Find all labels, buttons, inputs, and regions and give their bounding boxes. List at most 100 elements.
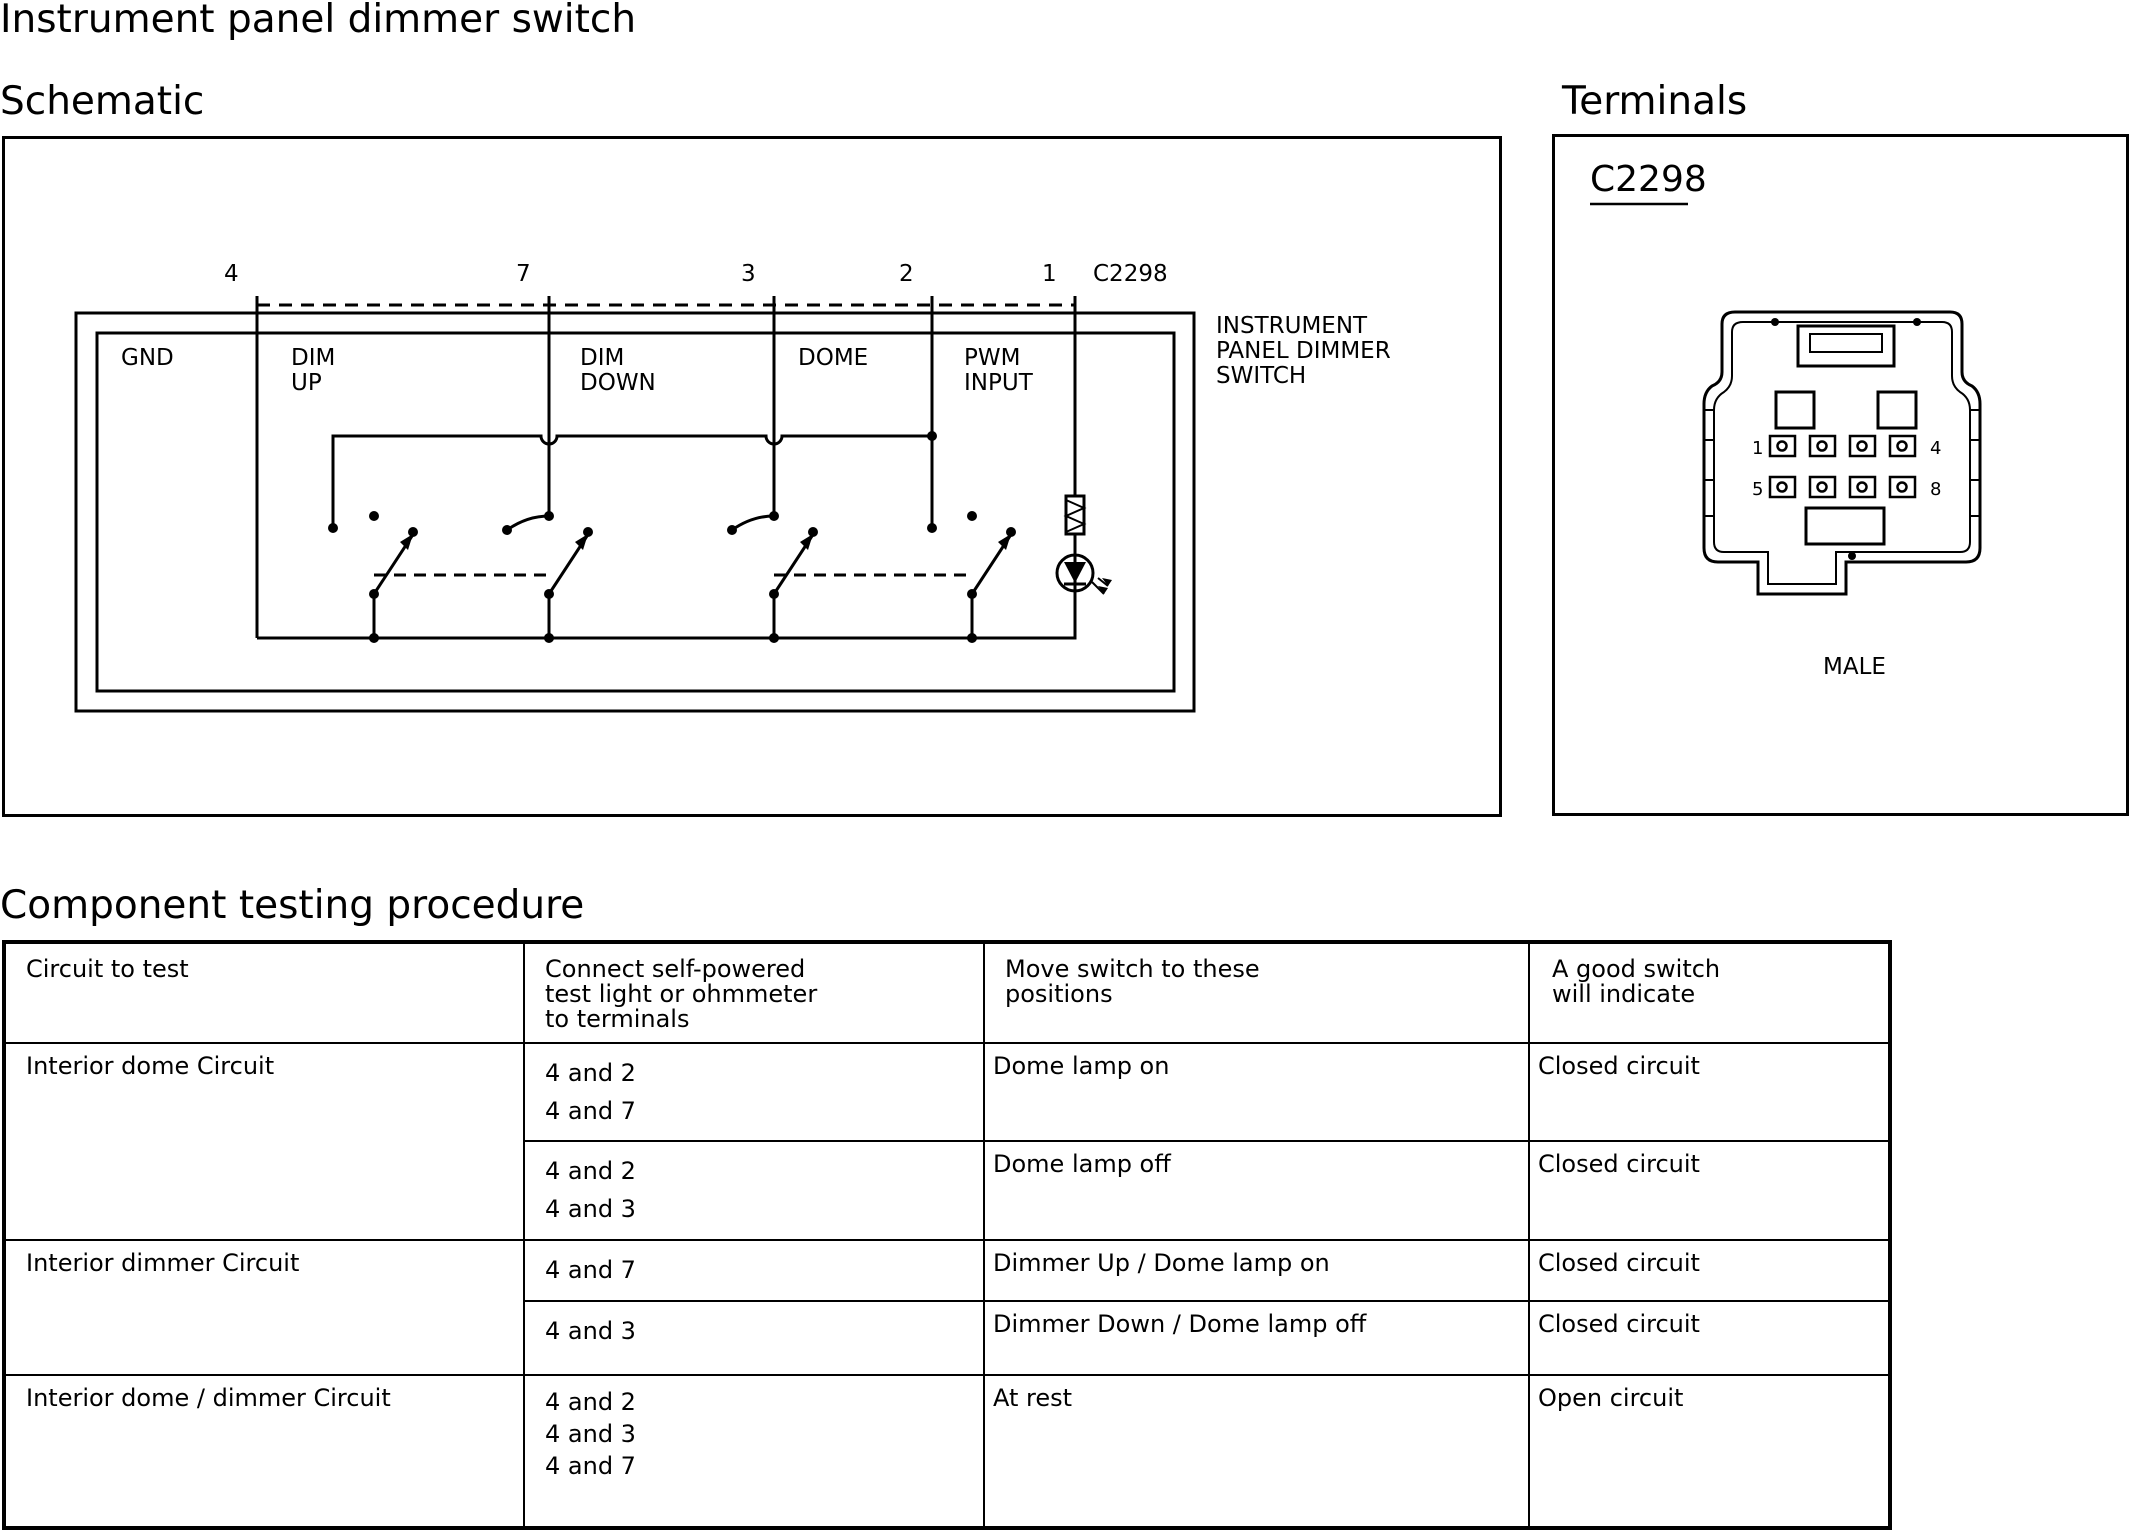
result-cell: Closed circuit xyxy=(1528,1239,1891,1302)
terminal-pins xyxy=(1768,434,1917,499)
position-label: GND xyxy=(121,345,174,371)
connector-gender-label: MALE xyxy=(1823,654,1886,680)
position-label: DOWN xyxy=(580,370,656,396)
contact-dot xyxy=(967,633,977,643)
position-cell: Dome lamp off xyxy=(983,1140,1530,1241)
header-circuit: Circuit to test xyxy=(3,941,525,1044)
cavity xyxy=(1774,390,1816,430)
schematic-labels: 4 7 3 2 1 C2298 INSTRUMENT PANEL DIMMER … xyxy=(121,261,1391,396)
position-label: DOME xyxy=(798,345,868,371)
ground-bus xyxy=(257,584,1077,640)
schematic-heading: Schematic xyxy=(0,79,205,124)
terminals-panel xyxy=(1552,134,2129,816)
table-row: Interior dome Circuit 4 and 2 4 and 7 Do… xyxy=(3,1042,1891,1241)
contact-dot xyxy=(544,511,554,521)
connector-marks xyxy=(1771,318,1921,560)
contact-dot xyxy=(727,525,737,535)
terminals-cell: 4 and 2 4 and 3 4 and 7 xyxy=(523,1374,985,1529)
schematic-fills xyxy=(328,431,1112,643)
schematic-panel xyxy=(2,136,1502,817)
terminals-labels: C2298 1 4 5 8 MALE xyxy=(1590,159,1941,680)
result-cell: Closed circuit xyxy=(1528,1140,1891,1241)
component-test-table: Circuit to test Connect self-powered tes… xyxy=(2,940,1892,1530)
position-cell: Dome lamp on xyxy=(983,1042,1530,1142)
connector-face xyxy=(1702,310,1982,596)
switch-drops xyxy=(372,594,974,638)
position-cell: Dimmer Down / Dome lamp off xyxy=(983,1300,1530,1376)
switch-inner-body xyxy=(95,331,1176,693)
terminal-pair: 4 and 3 xyxy=(545,1317,636,1345)
header-positions: Move switch to these positions xyxy=(983,941,1530,1044)
pin-label: 3 xyxy=(741,261,756,287)
pin-number-label: 5 xyxy=(1752,479,1763,500)
header-text: test light or ohmmeter xyxy=(545,980,818,1008)
resistor-zigzag xyxy=(1063,499,1087,533)
header-terminals: Connect self-powered test light or ohmme… xyxy=(523,941,985,1044)
terminals-connector-label: C2298 xyxy=(1590,159,1707,200)
table-row: Interior dimmer Circuit 4 and 7 Dimmer U… xyxy=(3,1239,1891,1376)
pin-number-label: 4 xyxy=(1930,438,1941,459)
terminal-pair: 4 and 2 xyxy=(545,1157,636,1185)
position-label: DIM xyxy=(291,345,335,371)
contact-dot xyxy=(328,523,338,533)
pin-label: 4 xyxy=(224,261,239,287)
terminal-pair: 4 and 3 xyxy=(545,1420,636,1448)
switch-outer-body xyxy=(74,311,1196,713)
terminal-pair: 4 and 7 xyxy=(545,1256,636,1284)
table-row: 4 and 2 4 and 3 Dome lamp off Closed cir… xyxy=(4,1140,1891,1241)
contact-dot xyxy=(967,589,977,599)
contact-dot xyxy=(369,589,379,599)
header-text: positions xyxy=(1005,980,1113,1008)
terminal-pair: 4 and 7 xyxy=(545,1097,636,1125)
dim-down-rest-contact xyxy=(506,514,550,532)
contact-dot xyxy=(769,511,779,521)
pin-number-label: 8 xyxy=(1930,479,1941,500)
contact-dot xyxy=(927,523,937,533)
contact-dot xyxy=(927,431,937,441)
position-label: UP xyxy=(291,370,322,396)
latch-window xyxy=(1809,333,1883,353)
contact-dot xyxy=(769,589,779,599)
terminals-cell: 4 and 2 4 and 3 xyxy=(523,1140,985,1241)
table-row: 4 and 3 Dimmer Down / Dome lamp off Clos… xyxy=(4,1300,1891,1376)
header-text: Circuit to test xyxy=(26,955,189,983)
header-text: Move switch to these xyxy=(1005,955,1260,983)
pin-label: 1 xyxy=(1042,261,1057,287)
terminals-cell: 4 and 2 4 and 7 xyxy=(523,1042,985,1142)
terminals-cell: 4 and 3 xyxy=(523,1300,985,1376)
switch-arrowheads xyxy=(400,534,1011,550)
circuit-cell: Interior dome Circuit xyxy=(3,1042,525,1241)
header-result: A good switch will indicate xyxy=(1528,941,1891,1044)
led-emission-icon xyxy=(1091,577,1109,595)
pin-number-label: 1 xyxy=(1752,438,1763,459)
contact-dot xyxy=(408,527,418,537)
result-cell: Open circuit xyxy=(1528,1374,1891,1529)
terminal-pair: 4 and 2 xyxy=(545,1388,636,1416)
cavity xyxy=(1876,390,1918,430)
position-cell: At rest xyxy=(983,1374,1530,1529)
table-row: Interior dome / dimmer Circuit 4 and 2 4… xyxy=(3,1374,1891,1529)
connector-label: C2298 xyxy=(1093,261,1168,287)
terminal-pair: 4 and 3 xyxy=(545,1195,636,1223)
component-label-line: SWITCH xyxy=(1216,363,1306,389)
position-label: PWM xyxy=(964,345,1020,371)
component-label-line: PANEL DIMMER xyxy=(1216,338,1391,364)
procedure-heading: Component testing procedure xyxy=(0,883,585,928)
contact-dot xyxy=(1006,527,1016,537)
pin-label: 2 xyxy=(899,261,914,287)
contact-dot xyxy=(369,511,379,521)
position-label: DIM xyxy=(580,345,624,371)
table-header-row: Circuit to test Connect self-powered tes… xyxy=(3,941,1891,1044)
contact-dot xyxy=(769,633,779,643)
pin-label: 7 xyxy=(516,261,531,287)
contact-dot xyxy=(967,511,977,521)
header-text: will indicate xyxy=(1552,980,1696,1008)
header-text: Connect self-powered xyxy=(545,955,806,983)
contact-dot xyxy=(502,525,512,535)
header-text: to terminals xyxy=(545,1005,690,1033)
contact-dot xyxy=(583,527,593,537)
contact-dot xyxy=(544,633,554,643)
terminals-cell: 4 and 7 xyxy=(523,1239,985,1302)
latch xyxy=(1796,324,1896,368)
